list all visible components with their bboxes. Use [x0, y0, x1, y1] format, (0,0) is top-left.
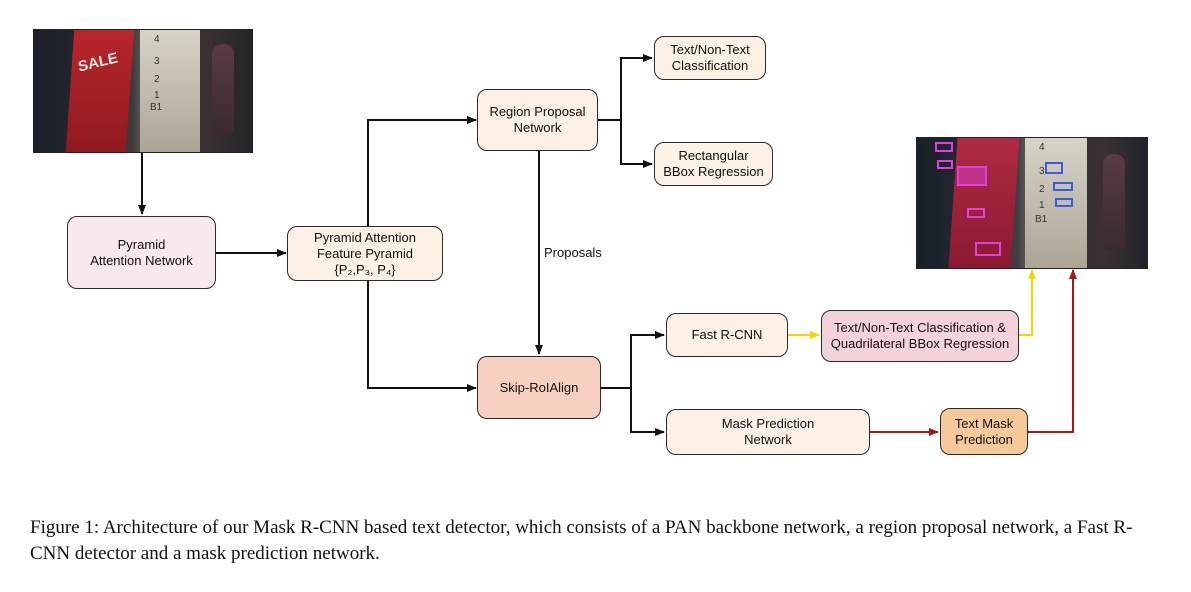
node-feature-pyramid: Pyramid Attention Feature Pyramid {P₂,P₃… — [287, 226, 443, 281]
edge-skip-to-mask-net — [630, 388, 665, 436]
detection-box — [937, 160, 953, 169]
floor-label: 2 — [154, 74, 160, 85]
node-rectangular-bbox-regression: Rectangular BBox Regression — [654, 142, 773, 186]
detection-box — [967, 208, 985, 218]
node-pyramid-attention-network: Pyramid Attention Network — [67, 216, 216, 289]
node-label: Mask Prediction Network — [721, 416, 815, 447]
node-label: Text/Non-Text Classification & Quadrilat… — [830, 320, 1010, 351]
detection-box — [935, 142, 953, 152]
node-skip-roialign: Skip-RoIAlign — [477, 356, 601, 419]
node-label: Pyramid Attention Network — [90, 236, 193, 268]
detection-box — [1045, 162, 1063, 174]
edge-pyramid-to-rpn — [367, 116, 477, 226]
directory-board: 4 3 2 1 B1 — [1025, 138, 1087, 268]
directory-board: 4 3 2 1 B1 — [140, 30, 200, 152]
floor-label: 3 — [1039, 166, 1045, 177]
node-text-nontext-classification: Text/Non-Text Classification — [654, 36, 766, 80]
node-label: Region Proposal Network — [489, 104, 586, 135]
floor-label: 1 — [1039, 200, 1045, 211]
detection-box — [1053, 182, 1073, 191]
node-label: Text/Non-Text Classification — [670, 42, 750, 73]
detection-box — [957, 166, 987, 186]
node-fast-rcnn: Fast R-CNN — [666, 313, 788, 357]
node-label: Skip-RoIAlign — [499, 379, 579, 395]
floor-label: 4 — [1039, 142, 1045, 153]
node-label: Text Mask Prediction — [954, 415, 1014, 447]
floor-label: B1 — [150, 102, 163, 113]
person-silhouette — [212, 44, 234, 134]
architecture-diagram — [138, 54, 1077, 436]
edge-skip-to-fast-rcnn — [601, 331, 665, 389]
node-quadrilateral-bbox-regression: Text/Non-Text Classification & Quadrilat… — [821, 310, 1019, 362]
sale-sign: SALE — [65, 30, 135, 152]
node-mask-prediction-network: Mask Prediction Network — [666, 409, 870, 455]
person-silhouette — [1103, 154, 1125, 250]
edge-rpn-to-rect-bbox — [620, 120, 653, 168]
figure-caption: Figure 1: Architecture of our Mask R-CNN… — [30, 517, 1133, 564]
node-text-mask-prediction: Text Mask Prediction — [940, 408, 1028, 455]
floor-label: B1 — [1035, 214, 1048, 225]
node-label: Pyramid Attention Feature Pyramid {P₂,P₃… — [314, 229, 416, 277]
node-label: Rectangular BBox Regression — [663, 148, 764, 179]
node-label: Fast R-CNN — [691, 327, 763, 342]
node-region-proposal-network: Region Proposal Network — [477, 89, 598, 151]
output-photo: 4 3 2 1 B1 — [916, 137, 1148, 269]
edge-text-mask-to-output — [1028, 269, 1077, 433]
input-photo: SALE 4 3 2 1 B1 — [33, 29, 253, 153]
edge-pyramid-to-skip — [367, 280, 477, 392]
detection-box — [975, 242, 1001, 256]
edge-quad-to-output — [1019, 269, 1036, 336]
floor-label: 3 — [154, 56, 160, 67]
floor-label: 4 — [154, 34, 160, 45]
edge-rpn-to-classification — [597, 54, 653, 121]
floor-label: 2 — [1039, 184, 1045, 195]
floor-label: 1 — [154, 90, 160, 101]
detection-box — [1055, 198, 1073, 207]
sale-sign-text: SALE — [76, 49, 120, 76]
proposals-label: Proposals — [544, 245, 602, 260]
